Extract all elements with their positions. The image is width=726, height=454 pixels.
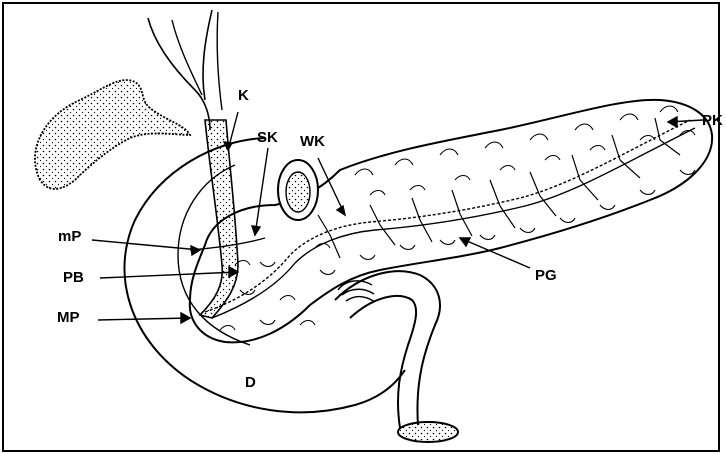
jejunum-opening bbox=[398, 422, 458, 442]
jejunum bbox=[335, 271, 440, 425]
gallbladder bbox=[35, 80, 190, 189]
leader-mp-major bbox=[98, 318, 190, 320]
leader-mp-minor bbox=[92, 240, 200, 250]
label-pk: PK bbox=[702, 113, 723, 128]
label-pb: PB bbox=[63, 270, 84, 285]
leader-sk bbox=[255, 148, 268, 235]
label-d: D bbox=[245, 375, 256, 390]
label-k: K bbox=[238, 88, 249, 103]
label-sk: SK bbox=[257, 130, 278, 145]
leader-pb bbox=[100, 272, 238, 278]
label-mp-major: MP bbox=[57, 310, 80, 325]
common-bile-duct bbox=[200, 120, 238, 318]
label-wk: WK bbox=[300, 134, 325, 149]
label-mp-minor: mP bbox=[58, 229, 81, 244]
label-pg: PG bbox=[535, 268, 557, 283]
hepatic-duct-right bbox=[203, 10, 212, 100]
